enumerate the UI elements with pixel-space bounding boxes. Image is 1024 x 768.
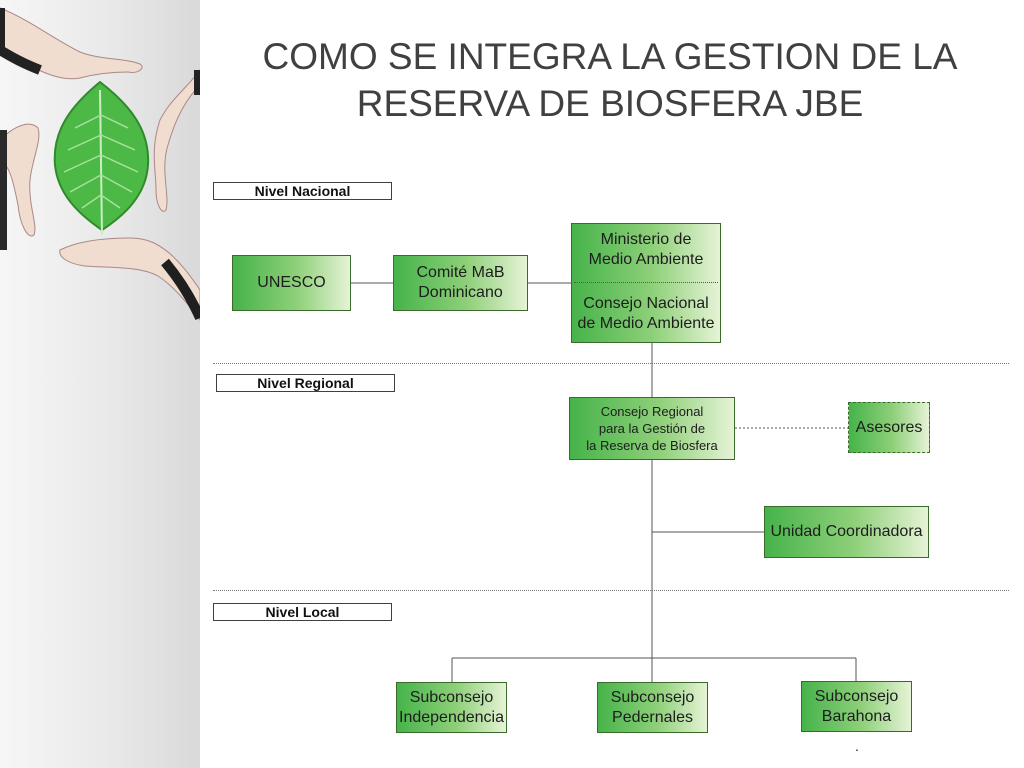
- level-label-regional: Nivel Regional: [216, 374, 395, 392]
- node-consejo-regional-line-1: Consejo Regional: [600, 404, 704, 419]
- node-independencia-line-2: Independencia: [399, 708, 504, 726]
- node-asesores-label: Asesores: [855, 418, 923, 436]
- node-consejo-nacional-line-2: de Medio Ambiente: [577, 315, 715, 332]
- node-unesco: UNESCO: [232, 255, 351, 311]
- node-consejo-regional-line-2: para la Gestión de: [598, 421, 706, 436]
- node-unidad-label: Unidad Coordinadora: [770, 523, 923, 540]
- leaf-in-hands-icon: [0, 7, 200, 321]
- node-comite-line-2: Dominicano: [418, 284, 503, 301]
- node-ministerio-line-1: Ministerio de: [600, 231, 692, 248]
- node-unidad-coordinadora: Unidad Coordinadora: [764, 506, 929, 558]
- divider-regional-local: [213, 590, 1009, 591]
- node-subconsejo-barahona: Subconsejo Barahona: [801, 681, 912, 732]
- node-asesores: Asesores: [848, 402, 930, 453]
- node-ministerio-line-2: Medio Ambiente: [588, 251, 704, 268]
- node-unesco-label: UNESCO: [257, 274, 326, 291]
- level-label-national: Nivel Nacional: [213, 182, 392, 200]
- footnote-dot: .: [855, 738, 859, 754]
- node-independencia-line-1: Subconsejo: [409, 688, 494, 706]
- node-barahona-line-1: Subconsejo: [814, 687, 899, 705]
- node-pedernales-line-2: Pedernales: [612, 708, 693, 726]
- node-consejo-regional: Consejo Regional para la Gestión de la R…: [569, 397, 735, 460]
- node-barahona-line-2: Barahona: [821, 707, 892, 725]
- title-line-1: COMO SE INTEGRA LA GESTION DE LA: [262, 36, 958, 77]
- decorative-sidebar: [0, 0, 200, 768]
- node-consejo-nacional-line-1: Consejo Nacional: [583, 295, 709, 312]
- node-consejo-regional-line-3: la Reserva de Biosfera: [586, 438, 718, 453]
- node-subconsejo-independencia: Subconsejo Independencia: [396, 682, 507, 733]
- node-ministerio-consejo-nacional: Ministerio de Medio Ambiente Consejo Nac…: [571, 223, 721, 343]
- node-pedernales-line-1: Subconsejo: [610, 688, 695, 706]
- level-label-local: Nivel Local: [213, 603, 392, 621]
- page-title: COMO SE INTEGRA LA GESTION DE LA RESERVA…: [210, 33, 1010, 127]
- divider-national-regional: [213, 363, 1009, 364]
- node-ministerio-separator: [574, 282, 718, 283]
- node-comite-line-1: Comité MaB: [416, 264, 505, 281]
- title-line-2: RESERVA DE BIOSFERA JBE: [356, 83, 864, 124]
- node-subconsejo-pedernales: Subconsejo Pedernales: [597, 682, 708, 733]
- node-comite-mab: Comité MaB Dominicano: [393, 255, 528, 311]
